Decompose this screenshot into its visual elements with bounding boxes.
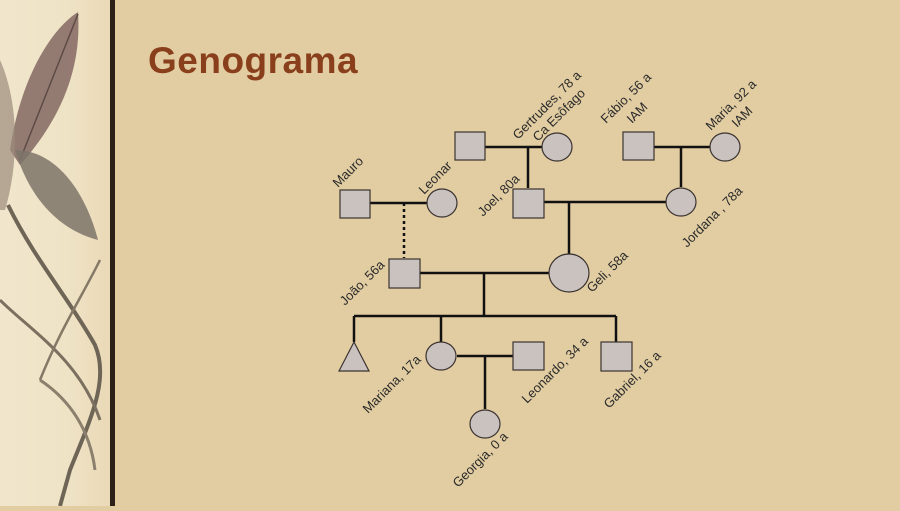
node-pregnancy-triangle bbox=[338, 340, 370, 372]
label-mariana: Mariana, 17a bbox=[360, 351, 425, 416]
node-maria bbox=[709, 132, 741, 162]
node-fabio bbox=[622, 131, 655, 161]
node-gertrudes-partner bbox=[454, 131, 486, 161]
slide-title: Genograma bbox=[148, 40, 359, 81]
node-georgia bbox=[469, 409, 501, 439]
decorative-leaf-panel bbox=[0, 0, 110, 507]
relationship-lines bbox=[352, 145, 710, 409]
label-maria-line1: Maria, 92 a bbox=[703, 76, 760, 133]
node-leonar bbox=[426, 188, 458, 218]
sidebar-divider bbox=[110, 0, 115, 506]
label-mauro: Mauro bbox=[330, 153, 367, 190]
node-jordana bbox=[665, 187, 697, 217]
node-mauro bbox=[339, 189, 371, 219]
leaf-illustration bbox=[0, 12, 103, 507]
label-geli: Geli, 58a bbox=[584, 247, 632, 295]
node-joao bbox=[388, 258, 421, 289]
node-gabriel bbox=[600, 341, 633, 372]
node-leonardo bbox=[512, 341, 545, 371]
node-mariana bbox=[425, 341, 457, 371]
label-joao: João, 56a bbox=[337, 257, 389, 309]
node-gertrudes bbox=[541, 132, 573, 162]
node-geli bbox=[548, 253, 590, 293]
node-joel bbox=[512, 188, 545, 219]
person-symbols bbox=[338, 131, 741, 439]
